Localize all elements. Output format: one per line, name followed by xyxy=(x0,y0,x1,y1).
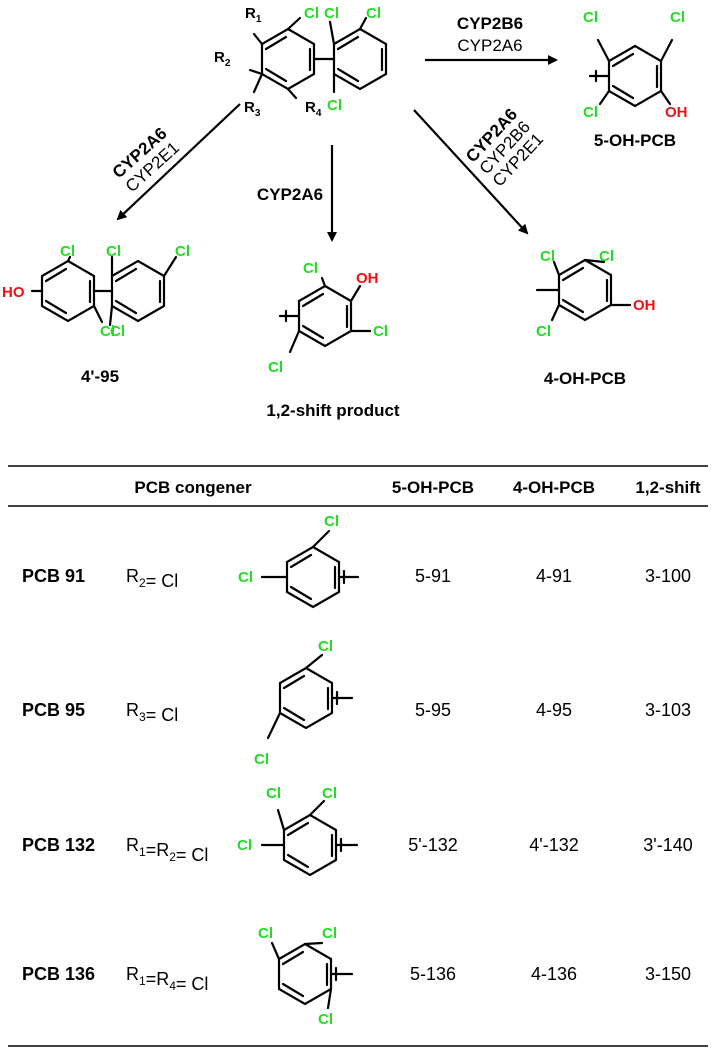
row-4oh-product: 4-136 xyxy=(531,964,577,984)
chlorine-label: Cl xyxy=(583,104,598,121)
chlorine-label: Cl xyxy=(60,243,75,260)
chlorine-label: Cl xyxy=(254,751,269,768)
row-congener-name: PCB 95 xyxy=(22,700,85,720)
row-substitution: R3= Cl xyxy=(126,700,178,725)
chlorine-label: Cl xyxy=(237,837,252,854)
table-row: PCB 132 R1=R2= Cl 5'-132 4'-132 3'-140 xyxy=(22,835,693,865)
hydroxyl-label: OH xyxy=(633,297,656,314)
row-congener-name: PCB 136 xyxy=(22,964,95,984)
row-congener-name: PCB 91 xyxy=(22,566,85,586)
enzyme-secondary: CYP2A6 xyxy=(457,36,522,55)
chlorine-label: Cl xyxy=(175,243,190,260)
chlorine-label: Cl xyxy=(324,5,339,22)
chlorine-label: Cl xyxy=(110,323,125,340)
product-4prime-95-structure: Cl HO Cl Cl Cl Cl xyxy=(2,243,190,340)
header-shift: 1,2-shift xyxy=(635,478,701,497)
row-4oh-product: 4-95 xyxy=(536,700,572,720)
row-congener-name: PCB 132 xyxy=(22,835,95,855)
product-label: 5-OH-PCB xyxy=(594,131,676,150)
header-4oh-pcb: 4-OH-PCB xyxy=(513,478,595,497)
table-row: PCB 91 R2= Cl 5-91 4-91 3-100 xyxy=(22,566,691,591)
reaction-arrows xyxy=(116,55,558,242)
row-5oh-product: 5-136 xyxy=(410,964,456,984)
parent-ring-a xyxy=(260,27,316,91)
chlorine-label: Cl xyxy=(366,5,381,22)
product-label: 1,2-shift product xyxy=(266,401,400,420)
parent-ring-b xyxy=(332,27,388,91)
r2-label: R2 xyxy=(214,49,231,69)
fragment-pcb-132: Cl Cl Cl xyxy=(237,785,359,877)
hydroxyl-label: OH xyxy=(356,270,379,287)
chlorine-label: Cl xyxy=(373,323,388,340)
enzyme-primary: CYP2A6 xyxy=(257,185,323,204)
chlorine-label: Cl xyxy=(100,323,115,340)
chlorine-label: Cl xyxy=(268,359,283,376)
enzyme-primary: CYP2B6 xyxy=(457,14,523,33)
row-substitution: R2= Cl xyxy=(126,566,178,591)
chlorine-label: Cl xyxy=(322,785,337,802)
product-label: 4-OH-PCB xyxy=(544,369,626,388)
hydroxyl-label: HO xyxy=(2,284,25,301)
chlorine-label: Cl xyxy=(303,260,318,277)
fragment-pcb-95: Cl Cl xyxy=(254,638,354,768)
chlorine-label: Cl xyxy=(304,5,319,22)
r3-label: R3 xyxy=(244,99,261,119)
chlorine-label: Cl xyxy=(318,638,333,655)
chlorine-label: Cl xyxy=(322,925,337,942)
chlorine-label: Cl xyxy=(583,9,598,26)
row-4oh-product: 4'-132 xyxy=(529,835,578,855)
row-shift-product: 3-100 xyxy=(645,566,691,586)
chlorine-label: Cl xyxy=(536,323,551,340)
chlorine-label: Cl xyxy=(540,248,555,265)
header-congener: PCB congener xyxy=(134,478,252,497)
chlorine-label: Cl xyxy=(324,513,339,530)
table-row: PCB 95 R3= Cl 5-95 4-95 3-103 xyxy=(22,700,691,725)
chlorine-label: Cl xyxy=(258,925,273,942)
chlorine-label: Cl xyxy=(670,9,685,26)
chlorine-label: Cl xyxy=(318,1011,333,1028)
arrow-to-4oh xyxy=(413,109,529,235)
chlorine-label: Cl xyxy=(106,243,121,260)
row-5oh-product: 5-91 xyxy=(415,566,451,586)
fragment-pcb-136: Cl Cl Cl xyxy=(258,925,354,1028)
chlorine-label: Cl xyxy=(238,569,253,586)
table-row: PCB 136 R1=R4= Cl 5-136 4-136 3-150 xyxy=(22,964,691,994)
parent-pcb-structure: R1 R2 R3 R4 Cl Cl Cl Cl xyxy=(214,5,388,119)
row-4oh-product: 4-91 xyxy=(536,566,572,586)
row-5oh-product: 5-95 xyxy=(415,700,451,720)
r4-label: R4 xyxy=(305,99,322,119)
arrow-to-4prime95 xyxy=(116,103,241,221)
fragment-pcb-91: Cl Cl xyxy=(238,513,360,609)
row-5oh-product: 5'-132 xyxy=(408,835,457,855)
row-shift-product: 3-103 xyxy=(645,700,691,720)
product-label: 4'-95 xyxy=(81,367,119,386)
row-substitution: R1=R2= Cl xyxy=(126,835,208,865)
enzyme-label-group: CYP2A6 CYP2E1 xyxy=(109,124,183,196)
row-shift-product: 3'-140 xyxy=(643,835,692,855)
header-5oh-pcb: 5-OH-PCB xyxy=(392,478,474,497)
product-5oh-pcb-structure: Cl Cl Cl OH xyxy=(583,9,688,121)
chlorine-label: Cl xyxy=(266,785,281,802)
chlorine-label: Cl xyxy=(599,248,614,265)
row-substitution: R1=R4= Cl xyxy=(126,964,208,994)
chlorine-label: Cl xyxy=(327,97,342,114)
product-shift-structure: Cl OH Cl Cl xyxy=(268,260,388,376)
row-shift-product: 3-150 xyxy=(645,964,691,984)
r1-label: R1 xyxy=(245,5,262,25)
product-4oh-pcb-structure: Cl Cl OH Cl xyxy=(535,248,656,340)
hydroxyl-label: OH xyxy=(665,104,688,121)
